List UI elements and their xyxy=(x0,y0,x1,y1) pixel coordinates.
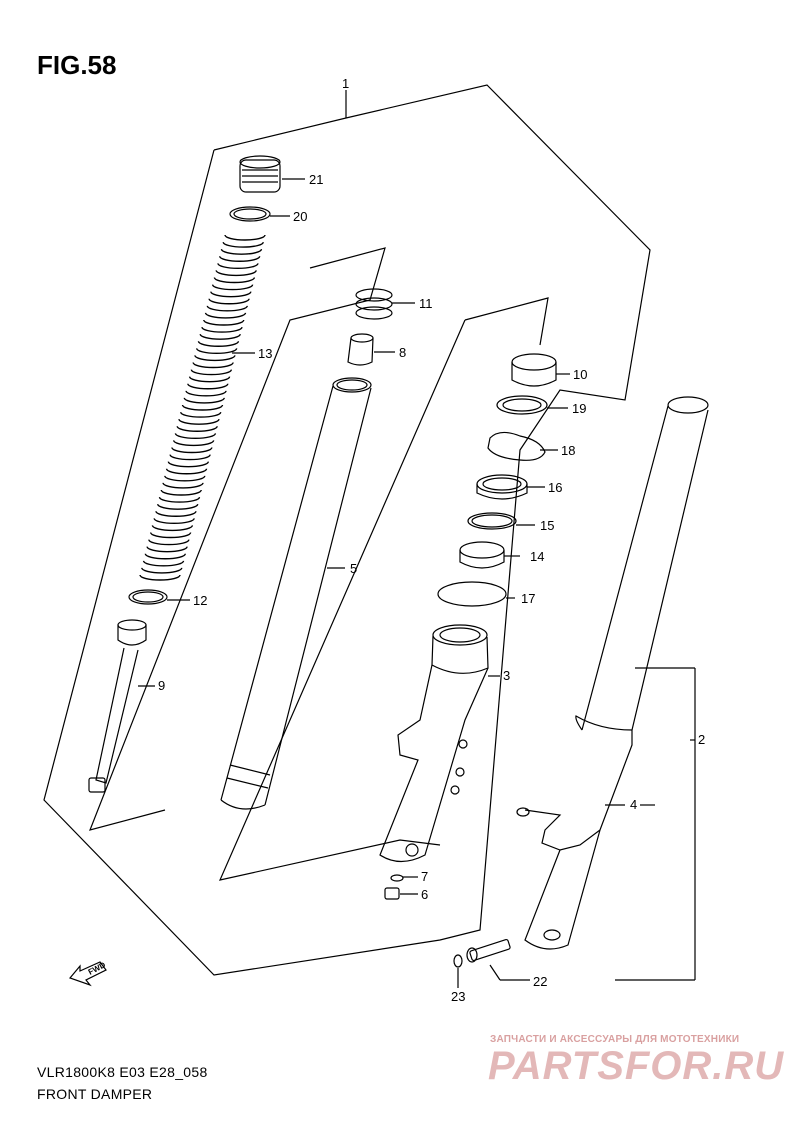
part-23-washer xyxy=(453,954,463,988)
part-21-cap-bolt xyxy=(239,155,305,193)
part-20-o-ring xyxy=(229,206,290,222)
part-13-spring xyxy=(139,234,266,581)
callout-22: 22 xyxy=(533,974,547,989)
part-9-damper-rod xyxy=(88,619,155,793)
part-5-inner-tube xyxy=(220,377,372,810)
callout-14: 14 xyxy=(530,549,544,564)
callout-1: 1 xyxy=(342,76,349,91)
part-14-bushing xyxy=(459,541,520,569)
watermark-logo: PARTSFOR.RU xyxy=(488,1044,785,1088)
callout-10: 10 xyxy=(573,367,587,382)
inner-outline-spring xyxy=(89,247,386,831)
callout-12: 12 xyxy=(193,593,207,608)
figure-title: FIG.58 xyxy=(37,50,117,80)
fwd-arrow-icon: FWD xyxy=(68,960,107,987)
part-8-bushing xyxy=(347,333,395,366)
callout-7: 7 xyxy=(421,869,428,884)
part-18-circlip xyxy=(487,431,558,461)
part-17-ring xyxy=(437,581,515,607)
callout-18: 18 xyxy=(561,443,575,458)
figure-code: VLR1800K8 E03 E28_058 xyxy=(37,1064,208,1080)
part-3-outer-tube xyxy=(379,624,500,863)
callout-13: 13 xyxy=(258,346,272,361)
callout-8: 8 xyxy=(399,345,406,360)
assembly-outline-1 xyxy=(43,84,651,976)
part-16-washer xyxy=(476,474,545,500)
callout-9: 9 xyxy=(158,678,165,693)
callout-16: 16 xyxy=(548,480,562,495)
part-11-collar xyxy=(355,288,415,320)
part-22-clamp-bolt xyxy=(466,938,530,981)
part-2-fork-leg xyxy=(516,396,709,981)
callout-11: 11 xyxy=(419,296,433,311)
watermark-tagline: ЗАПЧАСТИ И АКСЕССУАРЫ ДЛЯ МОТОТЕХНИКИ xyxy=(490,1034,740,1045)
callout-20: 20 xyxy=(293,209,307,224)
callout-5: 5 xyxy=(350,561,357,576)
callout-21: 21 xyxy=(309,172,323,187)
inner-outline-tube xyxy=(464,297,549,346)
part-6-drain-bolt xyxy=(384,887,418,900)
part-19-oil-seal xyxy=(496,395,568,415)
part-15-ring xyxy=(467,512,535,530)
part-10-slide-bushing xyxy=(511,353,570,387)
callout-17: 17 xyxy=(521,591,535,606)
callout-15: 15 xyxy=(540,518,554,533)
callout-3: 3 xyxy=(503,668,510,683)
inner-outline-tube-2 xyxy=(218,319,466,881)
figure-name: FRONT DAMPER xyxy=(37,1086,153,1102)
callout-23: 23 xyxy=(451,989,465,1004)
callout-4: 4 xyxy=(630,797,637,812)
callout-6: 6 xyxy=(421,887,428,902)
part-7-bolt xyxy=(390,874,418,882)
part-12-ring xyxy=(128,589,190,605)
callout-19: 19 xyxy=(572,401,586,416)
callout-2: 2 xyxy=(698,732,705,747)
